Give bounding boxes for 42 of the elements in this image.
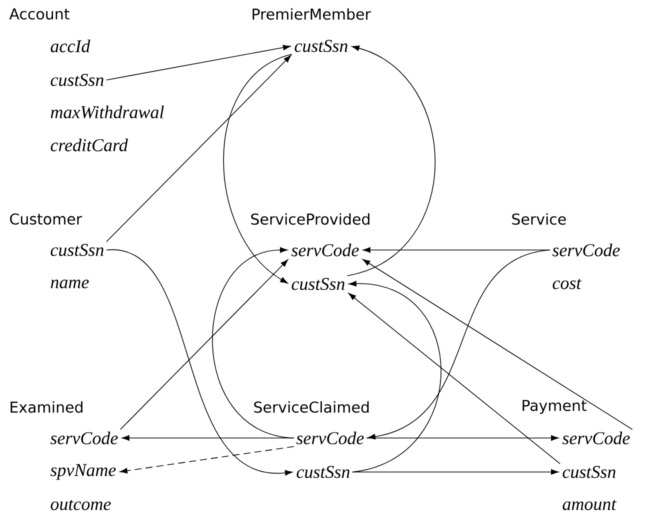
arrow bbox=[368, 250, 550, 440]
attribute-name: servCode bbox=[291, 244, 359, 256]
attribute-name: custSsn bbox=[294, 40, 348, 52]
arrow bbox=[120, 259, 288, 430]
attribute-name: custSsn bbox=[50, 244, 104, 256]
arrow bbox=[106, 44, 291, 80]
table-name: Examined bbox=[10, 401, 82, 413]
attribute-name: servCode bbox=[296, 432, 364, 444]
table-name: Account bbox=[9, 8, 70, 20]
attribute-name: cost bbox=[552, 278, 582, 290]
arrow bbox=[362, 259, 633, 430]
attribute-name: custSsn bbox=[296, 466, 350, 478]
attribute-name: maxWithdrawal bbox=[50, 106, 164, 118]
arrow bbox=[122, 435, 294, 441]
arrow bbox=[120, 446, 294, 474]
attribute-name: outcome bbox=[50, 500, 111, 510]
attribute-name: custSsn bbox=[50, 74, 104, 86]
table-name: ServiceClaimed bbox=[254, 401, 369, 413]
attribute-name: servCode bbox=[50, 432, 118, 444]
arrow bbox=[366, 435, 559, 441]
arrow bbox=[223, 54, 292, 284]
arrow bbox=[362, 247, 550, 253]
attribute-name: servCode bbox=[552, 244, 620, 256]
table-name: PremierMember bbox=[252, 8, 371, 20]
attribute-name: accId bbox=[50, 40, 90, 52]
table-name: Customer bbox=[10, 213, 82, 225]
attribute-name: name bbox=[50, 280, 89, 288]
table-name: Service bbox=[512, 213, 566, 225]
table-name: Payment bbox=[522, 400, 587, 414]
attribute-name: servCode bbox=[562, 432, 630, 444]
arrow bbox=[106, 250, 293, 476]
attribute-name: creditCard bbox=[50, 138, 128, 152]
attribute-name: custSsn bbox=[562, 466, 616, 478]
table-name: ServiceProvided bbox=[251, 213, 370, 225]
arrow bbox=[347, 46, 436, 276]
arrow bbox=[348, 280, 442, 472]
arrow bbox=[352, 469, 559, 475]
attribute-name: amount bbox=[562, 500, 617, 510]
arrow bbox=[348, 293, 560, 464]
attribute-name: custSsn bbox=[292, 278, 344, 290]
arrow bbox=[106, 55, 292, 242]
attribute-name: spvName bbox=[50, 464, 116, 480]
